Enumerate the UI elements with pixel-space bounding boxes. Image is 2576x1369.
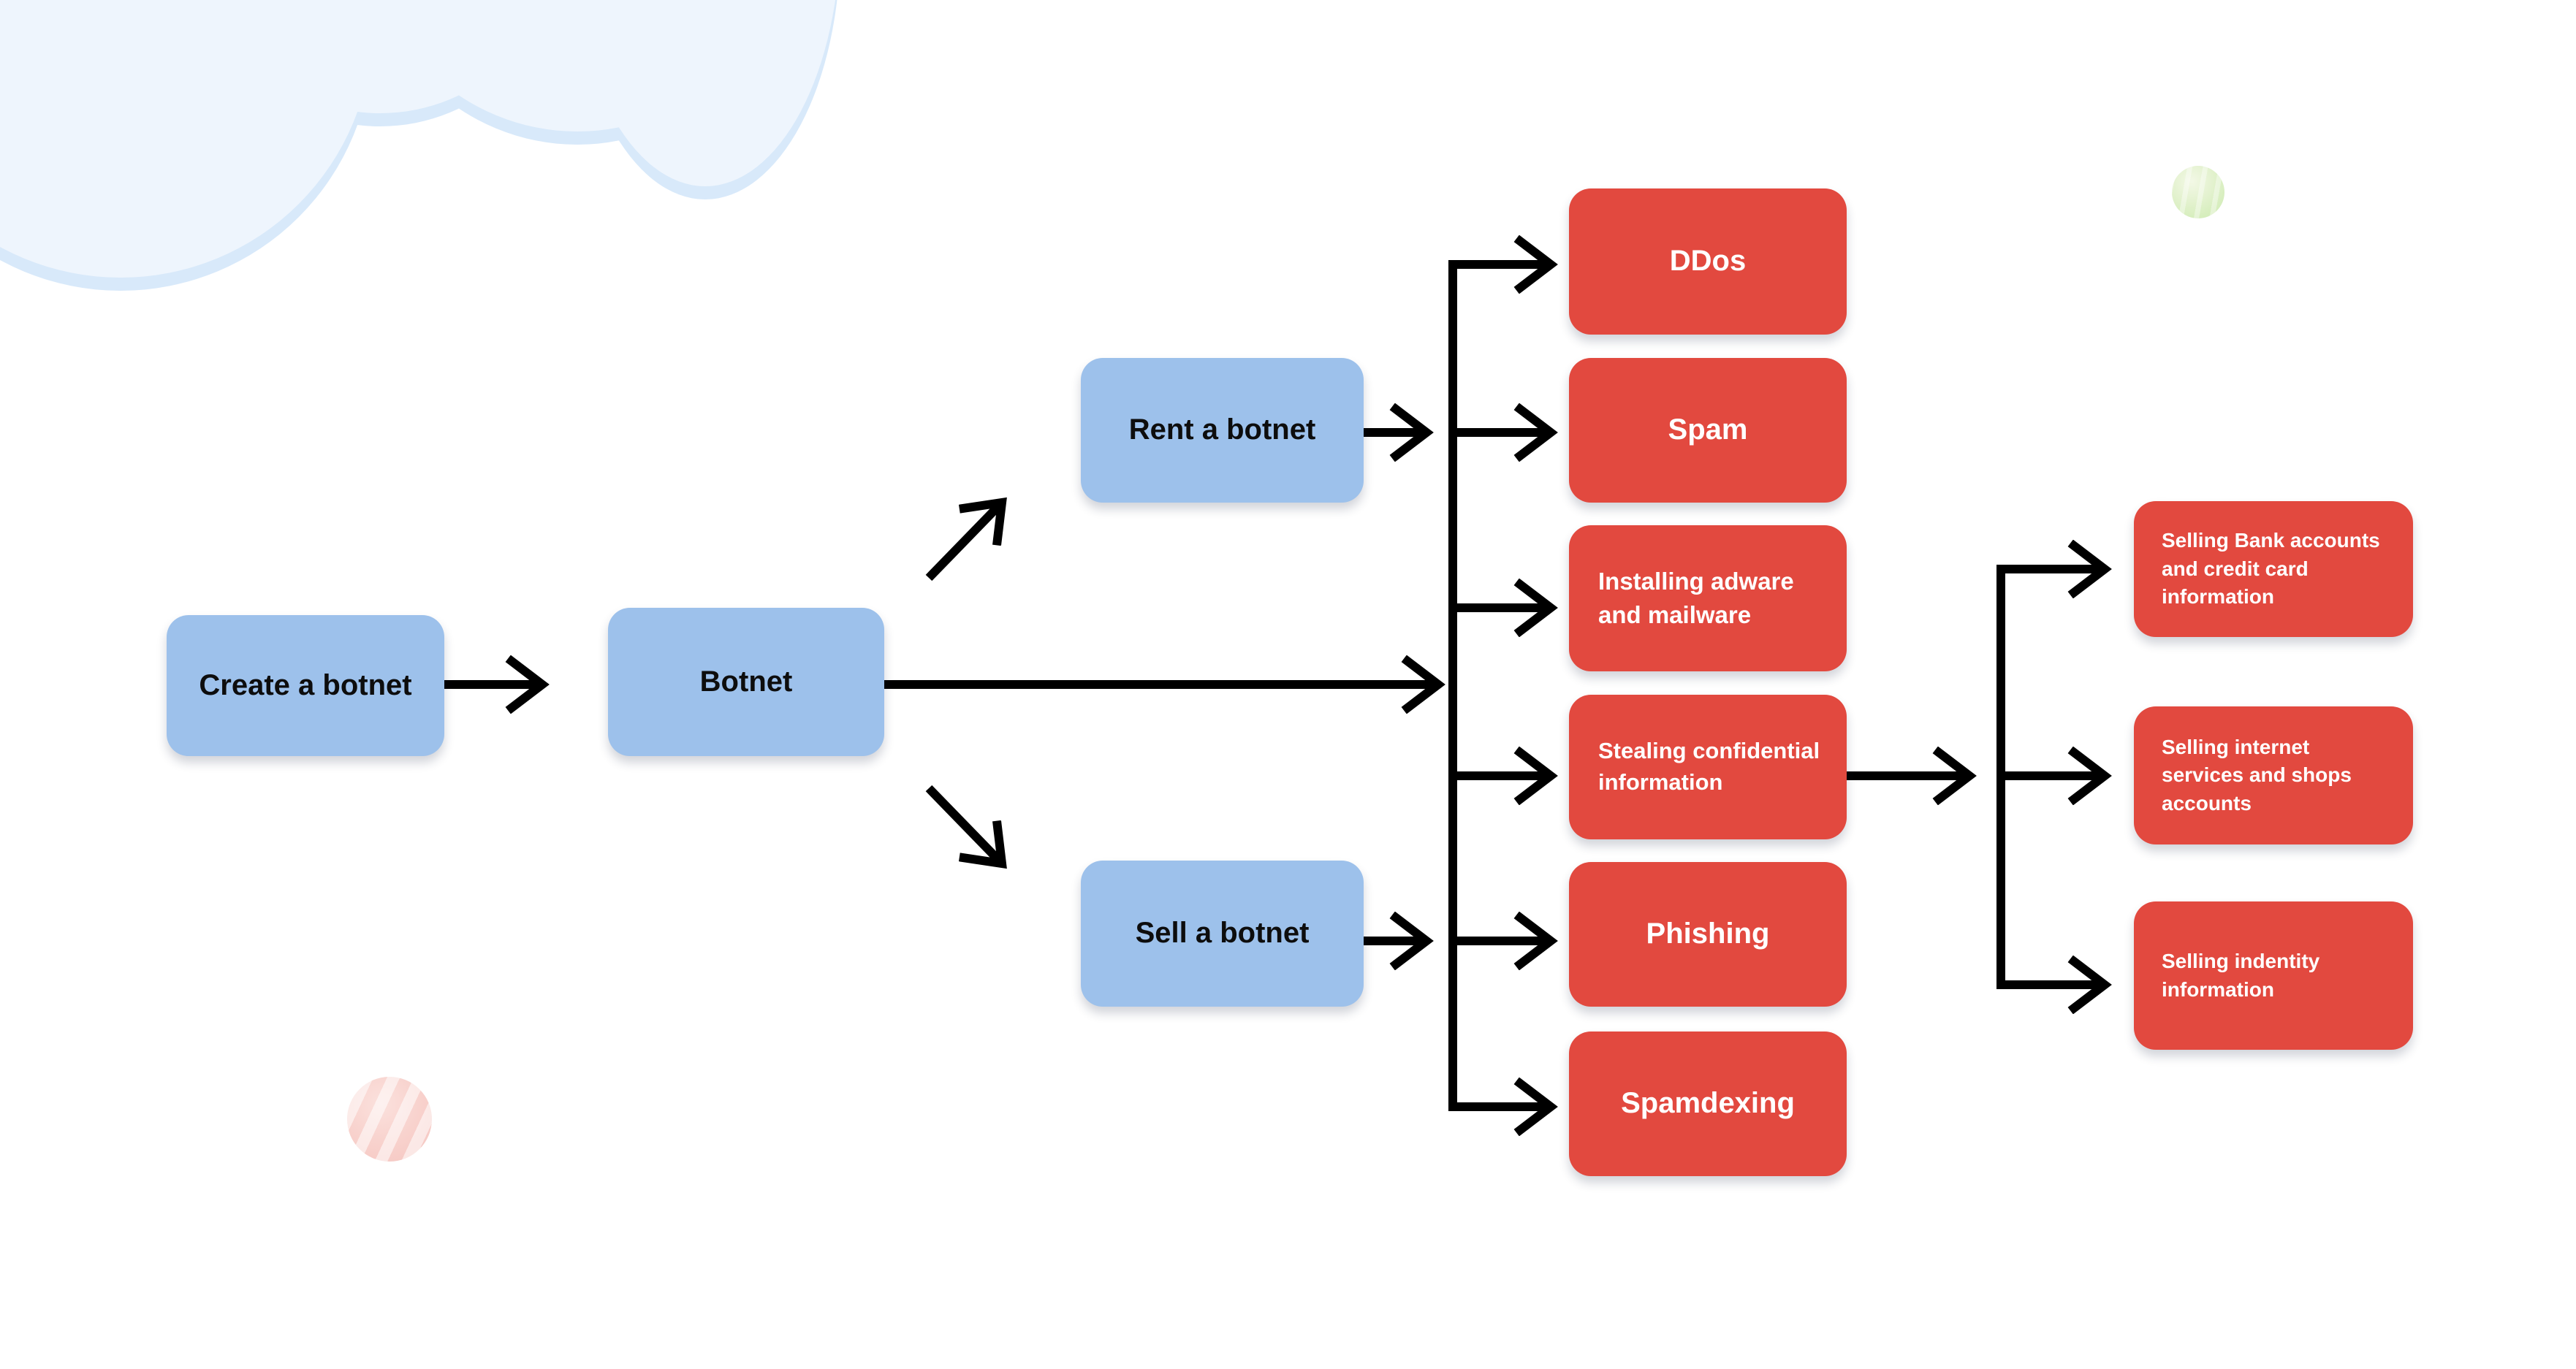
node-label: Phishing	[1646, 918, 1770, 950]
node-spam[interactable]: Spam	[1569, 358, 1847, 503]
node-label: Spamdexing	[1621, 1087, 1795, 1120]
node-phishing[interactable]: Phishing	[1569, 862, 1847, 1007]
node-label: Selling Bank accounts and credit card in…	[2162, 529, 2380, 609]
node-label: Selling indentity information	[2162, 949, 2320, 1001]
node-spamdexing[interactable]: Spamdexing	[1569, 1031, 1847, 1176]
node-label: Sell a botnet	[1135, 917, 1310, 950]
node-label: Stealing confidential information	[1598, 738, 1820, 795]
node-sell-a-botnet[interactable]: Sell a botnet	[1081, 861, 1364, 1007]
node-label: Rent a botnet	[1128, 413, 1316, 446]
node-stealing-confidential-information[interactable]: Stealing confidential information	[1569, 695, 1847, 839]
node-label: Selling internet services and shops acco…	[2162, 735, 2352, 815]
node-label: Botnet	[699, 665, 793, 698]
node-label: DDos	[1669, 245, 1747, 278]
node-ddos[interactable]: DDos	[1569, 188, 1847, 335]
node-rent-a-botnet[interactable]: Rent a botnet	[1081, 358, 1364, 503]
green-planet-icon	[2172, 166, 2224, 218]
node-label: Spam	[1668, 413, 1748, 446]
node-installing-adware-and-mailware[interactable]: Installing adware and mailware	[1569, 525, 1847, 671]
node-botnet[interactable]: Botnet	[608, 608, 884, 756]
node-selling-bank-accounts[interactable]: Selling Bank accounts and credit card in…	[2134, 501, 2413, 637]
node-label: Installing adware and mailware	[1598, 568, 1794, 628]
pink-planet-icon	[347, 1077, 432, 1162]
node-selling-internet-services[interactable]: Selling internet services and shops acco…	[2134, 706, 2413, 844]
node-label: Create a botnet	[199, 668, 412, 701]
node-create-a-botnet[interactable]: Create a botnet	[167, 615, 444, 756]
node-selling-identity-information[interactable]: Selling indentity information	[2134, 901, 2413, 1050]
